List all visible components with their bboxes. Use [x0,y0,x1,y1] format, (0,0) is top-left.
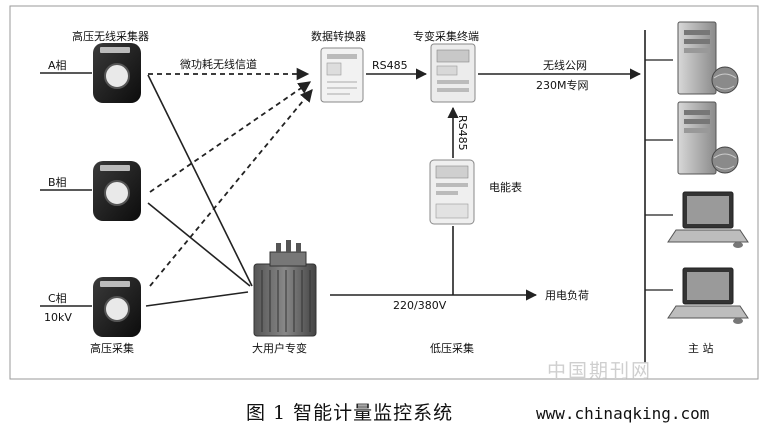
hv-collector-title: 高压无线采集器 [72,30,149,43]
lv-voltage-label: 220/380V [393,299,447,312]
wireless-channel-label: 微功耗无线信道 [180,58,257,71]
load-label: 用电负荷 [545,289,589,302]
wireless-link-b [149,81,312,193]
phase-a-label: A相 [48,59,67,72]
data-converter-icon [320,47,364,103]
hv-collector-a-icon [93,43,141,103]
energy-meter-icon [429,159,475,225]
phase-b-label: B相 [48,176,67,189]
terminal-label: 专变采集终端 [413,30,479,43]
data-converter-label: 数据转换器 [311,30,366,43]
master-station-label: 主 站 [688,342,714,355]
lv-collect-label: 低压采集 [430,342,474,355]
phase-c-label: C相 [48,292,67,305]
figure-caption: 图 1 智能计量监控系统 [246,402,454,424]
laptop-1-icon [667,191,749,248]
transformer-icon [253,240,317,337]
server-2-icon [677,101,739,175]
wire-a-transformer [147,74,253,287]
rs485-horizontal-label: RS485 [372,59,408,72]
laptop-2-icon [667,267,749,324]
wire-b-transformer [147,202,251,287]
rs485-vertical-label: RS485 [456,115,469,151]
transformer-label: 大用户专变 [252,342,307,355]
voltage-10kv-label: 10kV [44,311,72,324]
server-1-icon [677,21,739,95]
wireless-net-label: 无线公网 [543,59,587,72]
acquisition-terminal-icon [430,43,476,103]
energy-meter-label: 电能表 [489,181,522,194]
hv-collector-c-icon [93,277,141,337]
watermark-text: 中国期刊网 [547,360,653,382]
net-230m-label: 230M专网 [536,79,589,92]
site-url: www.chinaqking.com [536,404,710,423]
diagram-frame [9,5,759,380]
hv-collect-label: 高压采集 [90,342,134,355]
hv-collector-b-icon [93,161,141,221]
wire-c-transformer [145,291,249,307]
wireless-link-c [149,89,313,287]
